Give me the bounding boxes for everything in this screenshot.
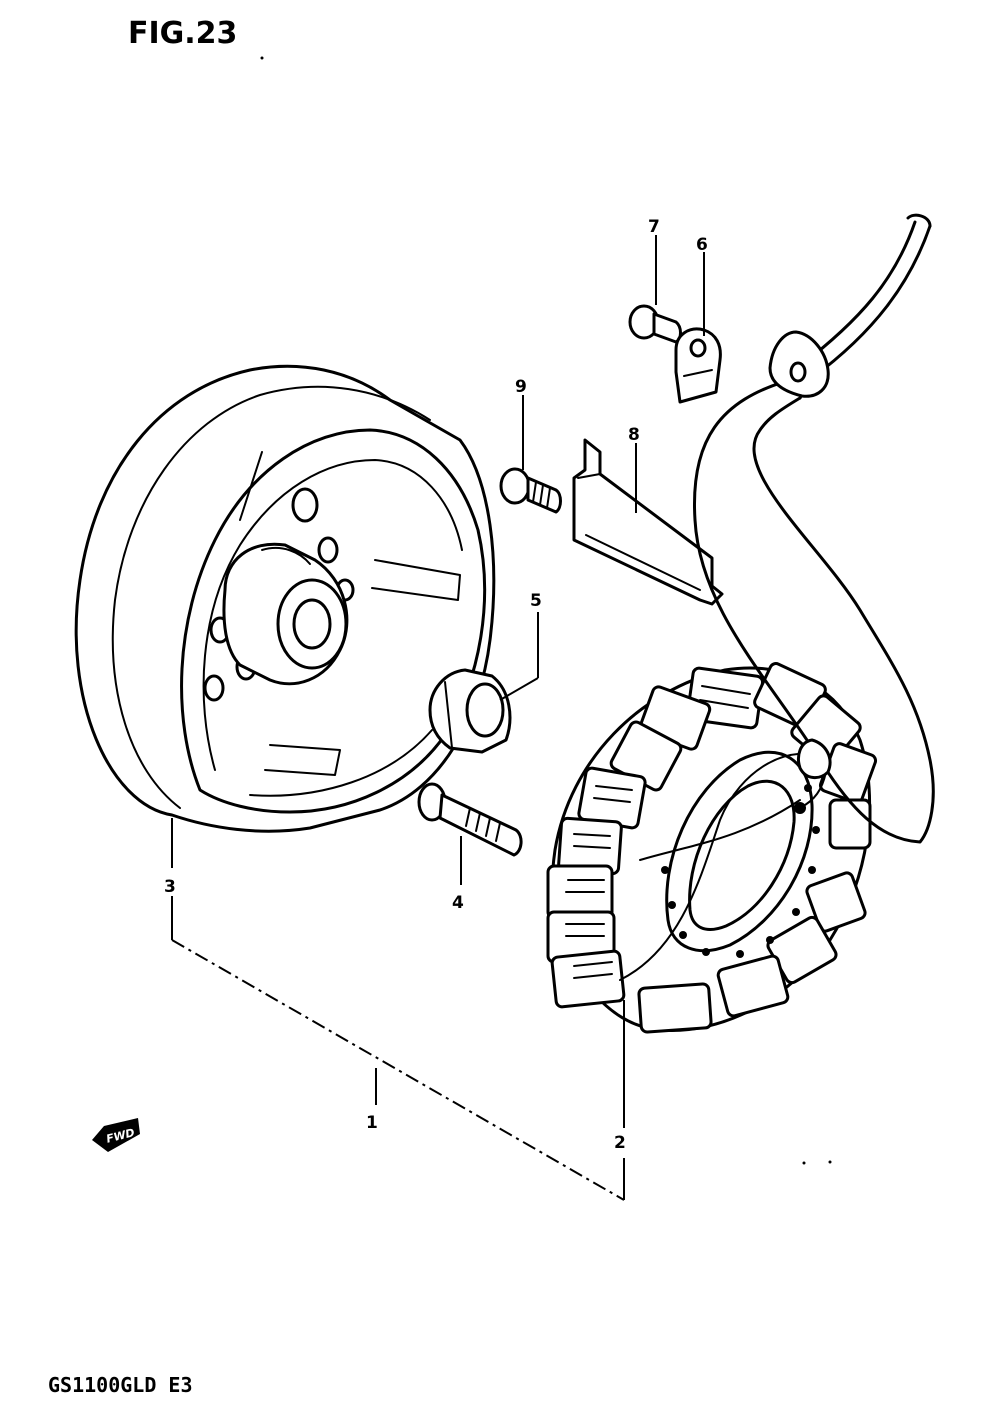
wire-grommet [768, 330, 830, 398]
callout-7: 7 [648, 217, 660, 237]
lead-wire [692, 213, 935, 844]
callout-5: 5 [530, 591, 542, 611]
leader-lines [171, 235, 705, 1201]
stator [546, 662, 878, 1034]
callout-8: 8 [628, 425, 640, 445]
callout-9: 9 [515, 377, 527, 397]
callout-3: 3 [164, 877, 176, 897]
figure-label: FIG.23 [128, 16, 237, 51]
screw-9 [499, 467, 562, 514]
forward-arrow-icon: FWD [92, 1118, 140, 1152]
callout-2: 2 [614, 1133, 626, 1153]
screw-7 [628, 304, 682, 344]
bolt-4 [417, 782, 523, 857]
callout-4: 4 [452, 893, 464, 913]
clamp-6 [674, 327, 722, 404]
nut-5 [428, 668, 512, 754]
model-code: GS1100GLD E3 [48, 1373, 193, 1397]
callout-1: 1 [366, 1113, 378, 1133]
callout-6: 6 [696, 235, 708, 255]
callout-numbers: 1 2 3 4 5 6 7 8 9 [164, 217, 708, 1153]
rotor-flywheel [74, 364, 496, 833]
stator-coils [546, 662, 878, 1034]
